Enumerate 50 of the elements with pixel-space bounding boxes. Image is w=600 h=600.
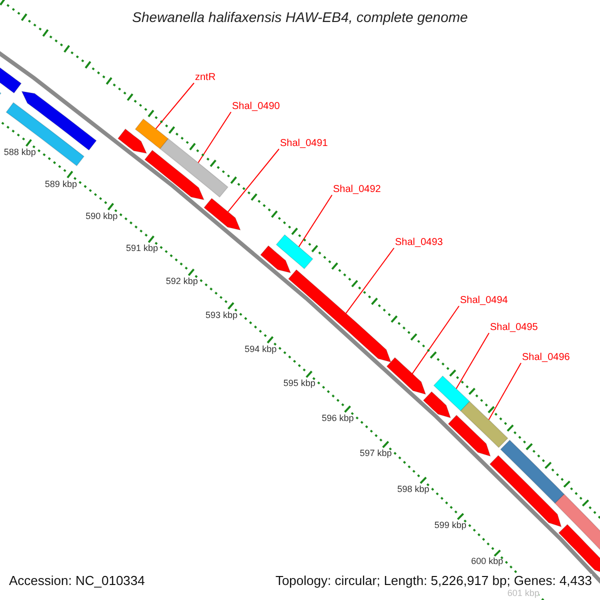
scale-label: 593 kbp (205, 310, 238, 320)
gene-bar (460, 400, 508, 448)
scale-label: 596 kbp (322, 412, 354, 424)
scale-label: 595 kbp (283, 378, 316, 388)
gene-label: Shal_0493 (395, 237, 443, 248)
scale-label: 599 kbp (434, 520, 466, 530)
gene-feature (260, 245, 292, 274)
leader-line (345, 248, 394, 314)
scale-label: 597 kbp (360, 448, 392, 458)
gene-bar (276, 234, 314, 270)
gene-bar (433, 375, 470, 412)
scale-label: 591 kbp (126, 243, 158, 254)
gene-feature (144, 150, 205, 200)
scale-label: 600 kbp (471, 556, 504, 567)
gene-bar (500, 440, 565, 504)
genome-info-text: Topology: circular; Length: 5,226,917 bp; Genes: 4,433 (275, 574, 592, 589)
gene-feature (448, 414, 491, 457)
leader-line (298, 194, 332, 248)
accession-text: Accession: NC_010334 (9, 574, 145, 589)
scale-label: 598 kbp (397, 484, 430, 494)
gene-label: Shal_0495 (490, 322, 538, 334)
gene-bar (6, 102, 85, 166)
scale-label: 601 kbp (507, 588, 540, 598)
scale-label: 589 kbp (44, 178, 77, 190)
gene-label: zntR (195, 72, 216, 84)
gene-feature (422, 391, 452, 418)
leader-line (228, 148, 280, 212)
gene-feature (558, 524, 600, 575)
gene-feature (204, 198, 241, 231)
gene-feature (288, 269, 392, 363)
gene-feature (117, 128, 148, 154)
gene-label: Shal_0490 (232, 101, 280, 112)
leader-line (456, 332, 490, 390)
scale-label: 592 kbp (166, 276, 198, 287)
leader-line (155, 82, 194, 130)
title: Shewanella halifaxensis HAW-EB4, complete genome (131, 9, 469, 26)
gene-bar (134, 118, 169, 150)
gene-label: Shal_0494 (460, 295, 508, 306)
scale-label: 590 kbp (86, 210, 118, 222)
leader-line (412, 306, 460, 374)
leader-line (198, 112, 232, 164)
gene-feature (489, 454, 562, 528)
gene-bar (160, 138, 228, 198)
scale-label: 588 kbp (4, 147, 36, 158)
gene-label: Shal_0491 (280, 138, 328, 150)
leader-line (488, 362, 522, 420)
gene-label: Shal_0496 (522, 352, 570, 364)
gene-label: Shal_0492 (333, 184, 381, 196)
gene-feature (386, 357, 426, 395)
scale-label: 594 kbp (244, 344, 277, 354)
